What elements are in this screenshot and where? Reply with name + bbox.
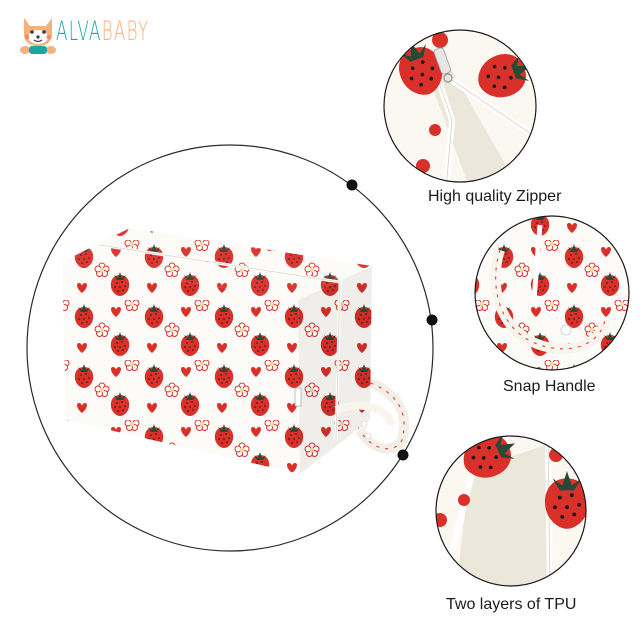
feature-caption-zipper: High quality Zipper [428, 188, 562, 205]
main-frame-circle [26, 144, 434, 552]
brand-logo: ALVABABY [16, 12, 186, 56]
connector-dot-handle [426, 314, 438, 326]
diaper-pod-bag [62, 228, 410, 474]
zipper-closeup-icon [384, 30, 536, 182]
brand-name: ALVABABY [56, 16, 149, 47]
tpu-detail-frame [435, 435, 587, 587]
fox-baby-mascot-icon [20, 18, 56, 54]
feature-caption-snap-handle: Snap Handle [503, 378, 596, 395]
connector-dot-zipper [346, 179, 358, 191]
brand-name-part2: BABY [101, 16, 150, 47]
brand-name-part1: ALVA [56, 16, 102, 47]
zipper-detail-frame [383, 29, 537, 183]
connector-dot-tpu [397, 449, 409, 461]
snap-handle-closeup-icon [475, 216, 629, 370]
snap-handle-detail-frame [474, 215, 630, 371]
tpu-lining-closeup-icon [436, 436, 586, 586]
feature-caption-tpu: Two layers of TPU [446, 596, 577, 613]
